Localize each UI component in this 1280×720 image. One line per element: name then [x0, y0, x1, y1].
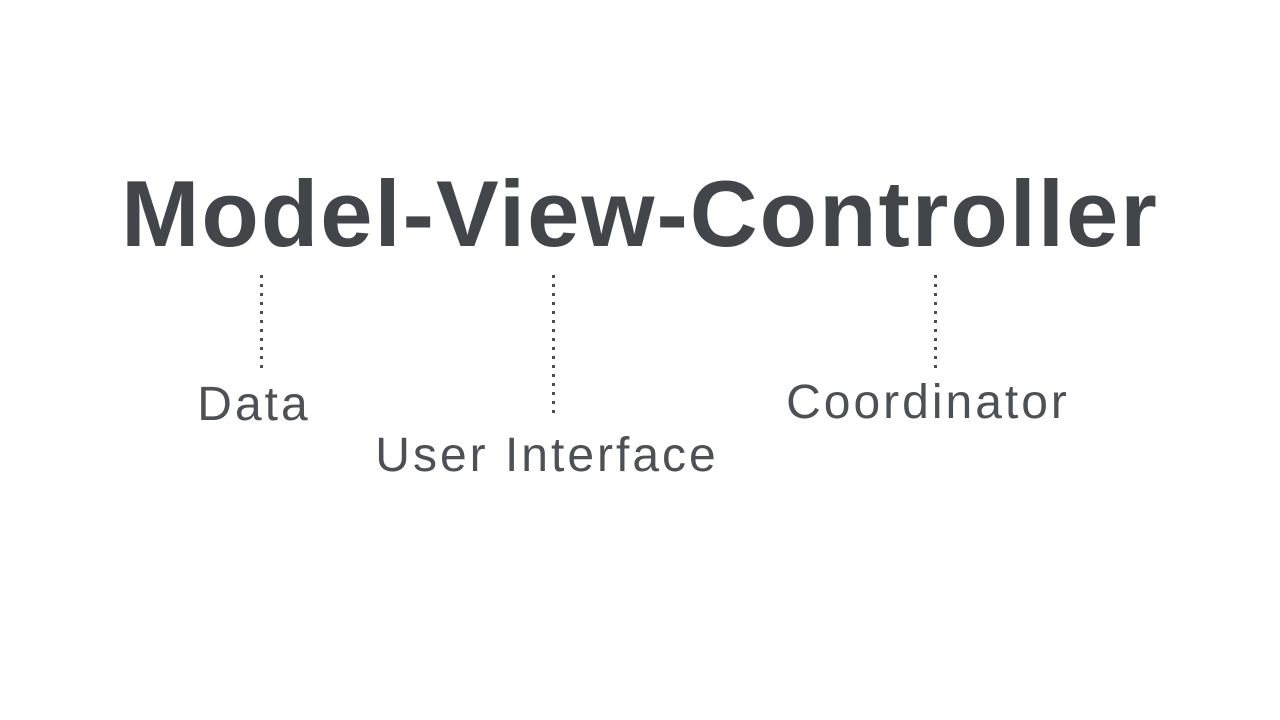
- model-meaning-label: Data: [197, 378, 311, 431]
- diagram-title: Model-View-Controller: [121, 161, 1159, 266]
- controller-connector-dotted-line: [934, 275, 937, 369]
- view-connector-dotted-line: [552, 275, 555, 418]
- model-connector-dotted-line: [260, 275, 263, 369]
- view-meaning-label: User Interface: [375, 429, 719, 482]
- controller-meaning-label: Coordinator: [786, 376, 1070, 429]
